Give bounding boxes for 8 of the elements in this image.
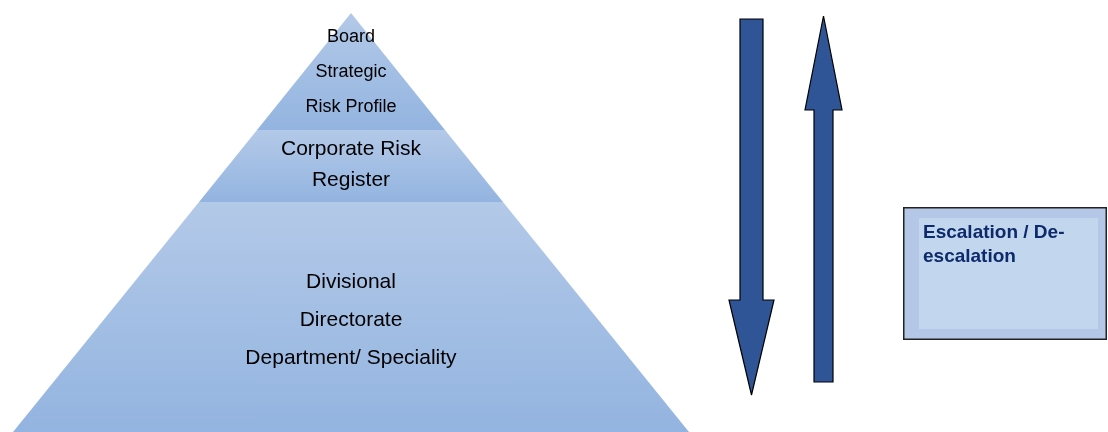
tier-label: Department/ Speciality [244,344,458,370]
escalation-box [903,207,1107,340]
tier-label: Divisional [305,268,397,294]
tier-label: Corporate Risk Register [279,135,423,192]
pyramid-tier [257,13,445,130]
box-label: Escalation / De-escalation [923,220,1066,268]
tier-label: Board Strategic Risk Profile [304,25,398,118]
tier-label: Directorate [298,306,404,332]
